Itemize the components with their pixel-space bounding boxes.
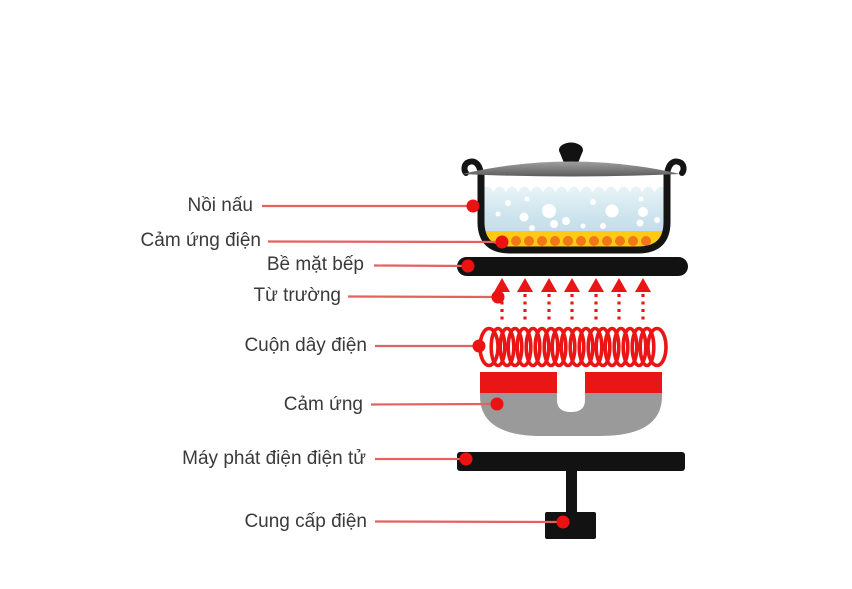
label-cuon-day-dien: Cuộn dây điện [244, 335, 367, 356]
pot-lid [462, 161, 680, 177]
pot-handle-left [461, 158, 484, 181]
label-tu-truong: Từ trường [253, 285, 341, 306]
generator-stem [566, 470, 577, 514]
leader-dots [459, 199, 570, 529]
steam-bubbles [495, 196, 660, 231]
cooktop-surface-bar [457, 257, 688, 276]
label-cung-cap-dien: Cung cấp điện [244, 511, 367, 532]
pot [461, 142, 687, 254]
induction-coil [478, 326, 668, 368]
pot-wall-outline [477, 171, 671, 254]
label-cam-ung-dien: Cảm ứng điện [140, 230, 261, 251]
generator-bar [457, 452, 685, 471]
label-may-phat-dien-dien-tu: Máy phát điện điện tử [182, 448, 366, 469]
magnetic-field-arrowheads [494, 278, 651, 292]
base-center-notch [557, 370, 585, 412]
pot-lid-knob [559, 142, 583, 158]
induced-heat-layer [481, 231, 667, 247]
leader-lines [262, 204, 564, 524]
label-cam-ung: Cảm ứng [283, 394, 363, 415]
heat-spots [511, 236, 651, 246]
label-be-mat-bep: Bề mặt bếp [266, 254, 364, 275]
pot-handle-right [664, 158, 687, 181]
magnetic-field-arrows [500, 294, 645, 324]
induction-base [480, 370, 662, 436]
power-supply-box [545, 512, 596, 539]
label-noi-nau: Nồi nấu [187, 195, 254, 216]
